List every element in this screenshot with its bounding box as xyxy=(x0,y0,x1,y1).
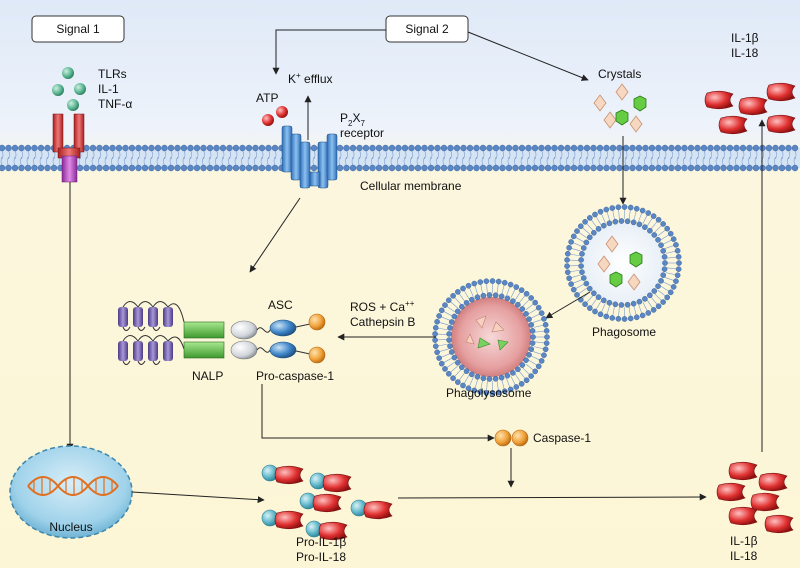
signal-2-label: Signal 2 xyxy=(405,22,449,36)
caspase-1-label: Caspase-1 xyxy=(533,431,591,445)
signal2-to-crystals-arrow xyxy=(467,31,589,81)
pyd-domain-2 xyxy=(230,340,258,360)
pro-caspase-1-b xyxy=(308,346,326,364)
signal-2-box: Signal 2 xyxy=(385,15,469,43)
signal-1-label: Signal 1 xyxy=(56,22,100,36)
nucleus-to-proil-arrow xyxy=(131,491,265,504)
k-efflux-label: K+ efflux xyxy=(288,71,333,86)
pro-il1b-label: Pro-IL-1β xyxy=(296,535,346,549)
p2x7-label: P2X7 xyxy=(340,111,365,128)
tlr-receptor xyxy=(52,113,85,183)
atp-label: ATP xyxy=(256,91,278,105)
mature-cytokines xyxy=(716,461,794,534)
phagosome-to-phagolysosome-arrow xyxy=(545,291,591,319)
bottom-il18-label: IL-18 xyxy=(730,549,758,563)
pro-caspase-1-a xyxy=(308,313,326,331)
caspase-1 xyxy=(494,429,529,447)
lrr-domains xyxy=(118,301,185,365)
nalp-inflammasome xyxy=(118,301,326,365)
nucleus: Nucleus xyxy=(9,445,133,539)
receptor-label: receptor xyxy=(340,126,384,140)
crystals-label: Crystals xyxy=(598,67,641,81)
nalp-label: NALP xyxy=(192,369,223,383)
nacht-domain-1 xyxy=(183,321,225,339)
membrane-label: Cellular membrane xyxy=(360,179,462,193)
p2x7-to-nalp-arrow xyxy=(249,197,301,273)
proil-to-il-arrow xyxy=(397,493,707,501)
asc-2 xyxy=(269,341,297,359)
dna-icon xyxy=(27,476,119,496)
ligand-tlrs: TLRs xyxy=(98,67,127,81)
cathepsin-label: Cathepsin B xyxy=(350,315,415,329)
phagolysosome xyxy=(432,278,550,396)
p2x7-receptor xyxy=(281,125,338,189)
nucleus-label: Nucleus xyxy=(49,520,92,534)
top-il18-label: IL-18 xyxy=(731,46,759,60)
phagosome xyxy=(564,204,682,322)
cellular-membrane xyxy=(0,144,800,172)
top-il1b-label: IL-1β xyxy=(731,31,759,45)
bottom-il1b-label: IL-1β xyxy=(730,534,758,548)
signal2-to-atp-arrow xyxy=(272,29,386,75)
pro-il18-label: Pro-IL-18 xyxy=(296,550,346,564)
phagosome-label: Phagosome xyxy=(592,325,656,339)
pro-caspase-label: Pro-caspase-1 xyxy=(256,369,334,383)
nacht-domain-2 xyxy=(183,341,225,359)
secreted-cytokines xyxy=(704,82,796,135)
procaspase-to-caspase-arrow xyxy=(261,384,495,442)
asc-1 xyxy=(269,319,297,337)
asc-label: ASC xyxy=(268,298,293,312)
ligand-balls xyxy=(52,67,86,111)
phagolysosome-label: Phagolysosome xyxy=(446,386,532,400)
atp-molecule xyxy=(262,114,274,126)
ligand-il1: IL-1 xyxy=(98,82,119,96)
signal-1-box: Signal 1 xyxy=(31,15,125,43)
atp-molecule-2 xyxy=(276,106,288,118)
ros-label: ROS + Ca++ xyxy=(350,299,415,314)
pro-il-molecules xyxy=(261,464,393,541)
pyd-domain-1 xyxy=(230,320,258,340)
crystals xyxy=(593,83,647,133)
ligand-tnf: TNF-α xyxy=(98,97,132,111)
